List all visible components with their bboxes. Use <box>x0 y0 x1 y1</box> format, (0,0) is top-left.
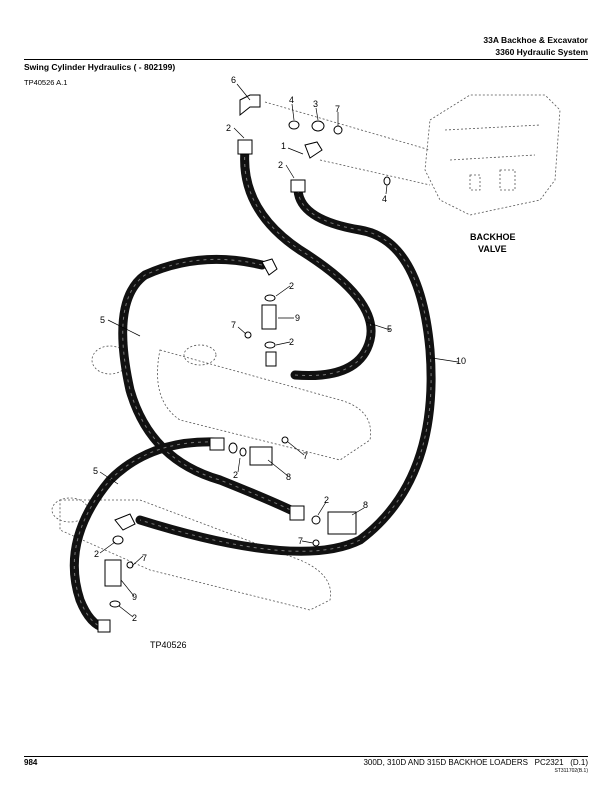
callout: 2 <box>278 160 283 170</box>
assembly-lines <box>264 101 431 186</box>
callout: 8 <box>363 500 368 510</box>
illustration-ref: TP40526 A.1 <box>24 78 68 87</box>
model-text: 300D, 310D AND 315D BACKHOE LOADERS <box>363 758 528 767</box>
hoses <box>69 145 436 633</box>
callout: 9 <box>132 592 137 602</box>
callout: 2 <box>233 470 238 480</box>
callout: 6 <box>231 75 236 85</box>
page-title: Swing Cylinder Hydraulics ( - 802199) <box>24 62 176 72</box>
leader-lines <box>99 83 459 618</box>
callout: 3 <box>313 99 318 109</box>
callout: 2 <box>324 495 329 505</box>
group-title: 3360 Hydraulic System <box>495 47 588 57</box>
callout: 2 <box>132 613 137 623</box>
fittings <box>97 94 391 633</box>
callout: 10 <box>456 356 466 366</box>
catalog-number: PC2321 <box>534 758 564 767</box>
page-number: 984 <box>24 758 38 767</box>
document-code: ST311702(B.1) <box>554 768 588 774</box>
backhoe-valve-outline <box>424 94 561 216</box>
valve-label-line2: VALVE <box>478 244 507 254</box>
callout: 5 <box>387 324 392 334</box>
callout: 7 <box>231 320 236 330</box>
callout: 5 <box>93 466 98 476</box>
footer-info: 300D, 310D AND 315D BACKHOE LOADERS PC23… <box>363 758 588 774</box>
callout-labels: 6 4 3 7 2 1 2 4 2 9 5 7 5 2 10 7 2 8 5 2… <box>93 75 516 650</box>
revision: (D.1) <box>570 758 588 767</box>
callout: 5 <box>100 315 105 325</box>
callout: 2 <box>289 281 294 291</box>
footer-rule <box>24 756 588 757</box>
callout: 4 <box>289 95 294 105</box>
callout: 9 <box>295 313 300 323</box>
section-header: 33A Backhoe & Excavator 3360 Hydraulic S… <box>483 34 588 58</box>
callout: 7 <box>142 553 147 563</box>
callout: 4 <box>382 194 387 204</box>
valve-label-line1: BACKHOE <box>470 232 516 242</box>
callout: 2 <box>94 549 99 559</box>
callout: 1 <box>281 141 286 151</box>
callout: 7 <box>298 536 303 546</box>
callout: 7 <box>303 451 308 461</box>
header-rule <box>24 59 588 60</box>
callout: 8 <box>286 472 291 482</box>
callout: 2 <box>289 337 294 347</box>
figure-id: TP40526 <box>150 640 187 650</box>
callout: 2 <box>226 123 231 133</box>
callout: 7 <box>335 104 340 114</box>
section-title: 33A Backhoe & Excavator <box>483 35 588 45</box>
